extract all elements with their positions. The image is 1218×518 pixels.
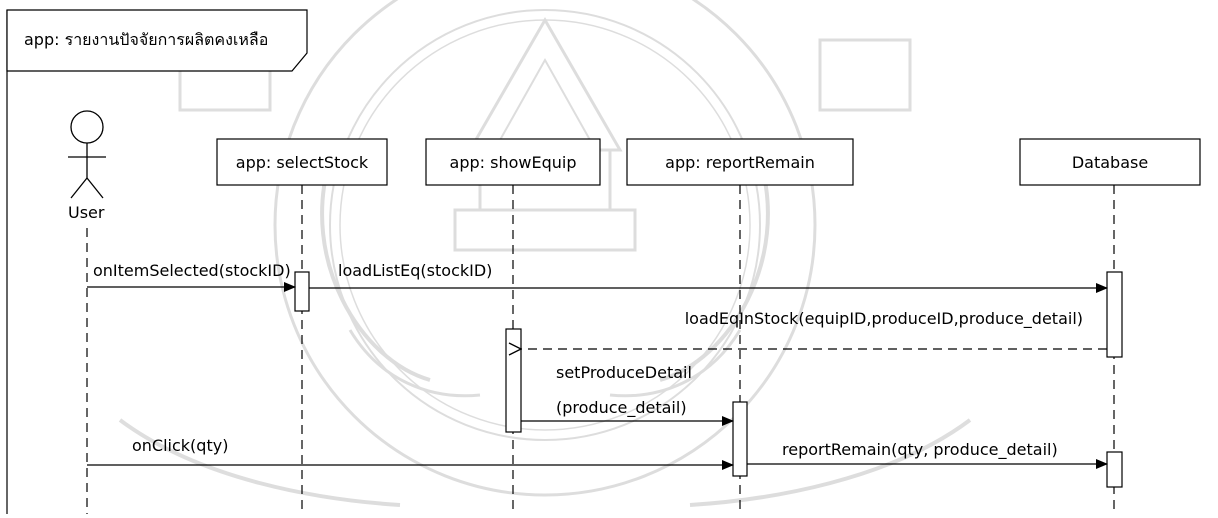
actor-label: User xyxy=(68,203,105,222)
participant-label-showequip: app: showEquip xyxy=(450,153,577,172)
activation-database-2 xyxy=(1106,451,1123,488)
frame-title: app: รายงานปัจจัยการผลิตคงเหลือ xyxy=(24,30,268,49)
message-label-loadeqinstock: loadEqInStock(equipID,produceID,produce_… xyxy=(685,309,1083,329)
university-seal-watermark xyxy=(118,0,972,507)
message-label-onitemselected: onItemSelected(stockID) xyxy=(93,261,291,280)
user-actor-icon xyxy=(68,110,106,199)
participant-label-selectstock: app: selectStock xyxy=(236,153,369,172)
participant-box-database xyxy=(1019,138,1201,186)
message-label-setproducedetail-line2: (produce_detail) xyxy=(556,398,687,418)
frame-title-box xyxy=(6,9,308,72)
participant-box-selectstock xyxy=(216,138,388,186)
activation-selectstock xyxy=(294,271,310,312)
participant-label-reportremain: app: reportRemain xyxy=(665,153,815,172)
message-label-loadlisteq: loadListEq(stockID) xyxy=(338,261,492,280)
participant-box-showequip xyxy=(425,138,601,186)
activation-reportremain xyxy=(732,401,748,477)
message-label-reportremain: reportRemain(qty, produce_detail) xyxy=(782,440,1058,460)
participant-box-reportremain xyxy=(626,138,854,186)
activation-database-1 xyxy=(1106,271,1123,358)
message-label-setproducedetail-line1: setProduceDetail xyxy=(556,363,692,382)
activation-showequip xyxy=(505,328,522,433)
participant-label-database: Database xyxy=(1072,153,1148,172)
message-label-onclick: onClick(qty) xyxy=(132,436,228,455)
